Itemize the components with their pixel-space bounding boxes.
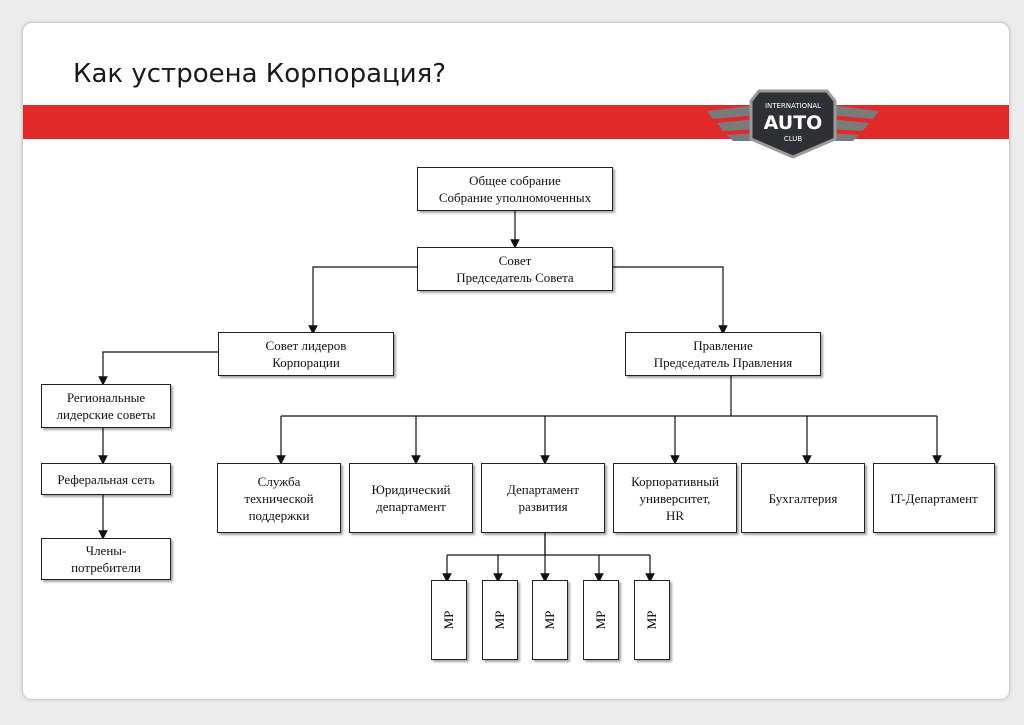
- svg-text:AUTO: AUTO: [764, 112, 823, 134]
- connector-lines: [98, 211, 942, 583]
- slide: Как устроена Корпорация? INTERNATIONAL A…: [22, 22, 1010, 700]
- auto-club-logo: INTERNATIONAL AUTO CLUB: [707, 89, 879, 159]
- node-referral-network: Реферальная сеть: [41, 463, 171, 495]
- node-mp-1: МР: [431, 580, 467, 660]
- node-mp-4: МР: [583, 580, 619, 660]
- svg-text:CLUB: CLUB: [784, 135, 803, 143]
- node-members: Члены-потребители: [41, 538, 171, 580]
- node-mp-2: МР: [482, 580, 518, 660]
- page-title: Как устроена Корпорация?: [73, 59, 447, 89]
- node-accounting: Бухгалтерия: [741, 463, 865, 533]
- svg-text:INTERNATIONAL: INTERNATIONAL: [765, 102, 821, 110]
- node-it-department: IT-Департамент: [873, 463, 995, 533]
- node-mp-3: МР: [532, 580, 568, 660]
- node-mp-5: МР: [634, 580, 670, 660]
